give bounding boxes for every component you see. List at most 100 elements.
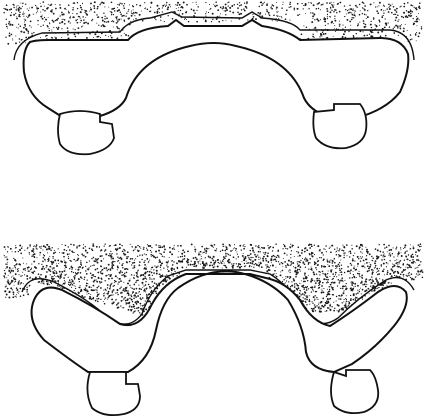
stipple-dot xyxy=(112,258,114,260)
stipple-dot xyxy=(26,16,27,17)
stipple-dot xyxy=(18,274,19,275)
stipple-dot xyxy=(343,281,344,282)
stipple-dot xyxy=(153,278,155,280)
stipple-dot xyxy=(129,17,131,19)
stipple-dot xyxy=(177,2,179,4)
stipple-dot xyxy=(124,275,126,277)
stipple-dot xyxy=(303,278,305,280)
stipple-dot xyxy=(146,294,147,295)
stipple-dot xyxy=(139,5,141,7)
stipple-dot xyxy=(317,4,318,5)
stipple-dot xyxy=(12,251,13,252)
stipple-dot xyxy=(315,282,317,284)
stipple-dot xyxy=(355,5,357,7)
stipple-dot xyxy=(80,272,82,274)
stipple-dot xyxy=(311,244,313,246)
stipple-dot xyxy=(19,12,21,14)
stipple-dot xyxy=(133,284,135,286)
stipple-dot xyxy=(330,8,331,9)
stipple-dot xyxy=(55,4,56,5)
stipple-dot xyxy=(184,258,186,260)
stipple-dot xyxy=(114,282,115,283)
stipple-dot xyxy=(335,272,337,274)
stipple-dot xyxy=(29,8,30,9)
stipple-dot xyxy=(131,264,132,265)
stipple-dot xyxy=(260,257,261,258)
stipple-dot xyxy=(400,260,402,262)
stipple-dot xyxy=(47,26,49,28)
stipple-dot xyxy=(257,12,259,14)
stipple-dot xyxy=(323,33,324,34)
stipple-dot xyxy=(403,248,404,249)
stipple-dot xyxy=(420,270,421,271)
stipple-dot xyxy=(154,265,155,266)
stipple-dot xyxy=(137,280,139,282)
stipple-dot xyxy=(338,295,340,297)
stipple-dot xyxy=(327,14,328,15)
stipple-dot xyxy=(370,264,372,266)
stipple-dot xyxy=(249,262,251,264)
stipple-dot xyxy=(137,250,138,251)
stipple-dot xyxy=(169,251,171,253)
stipple-dot xyxy=(355,298,356,299)
stipple-dot xyxy=(325,302,327,304)
stipple-dot xyxy=(214,266,215,267)
stipple-dot xyxy=(258,257,259,258)
stipple-dot xyxy=(32,248,34,250)
stipple-dot xyxy=(62,244,63,245)
stipple-dot xyxy=(239,245,241,247)
stipple-dot xyxy=(339,24,340,25)
stipple-dot xyxy=(133,12,134,13)
stipple-dot xyxy=(243,248,245,250)
stipple-dot xyxy=(61,271,63,273)
stipple-dot xyxy=(55,281,56,282)
stipple-dot xyxy=(259,266,260,267)
stipple-dot xyxy=(274,256,275,257)
stipple-dot xyxy=(227,260,229,262)
stipple-dot xyxy=(383,10,384,11)
stipple-dot xyxy=(176,8,177,9)
stipple-dot xyxy=(23,31,25,33)
stipple-dot xyxy=(100,287,102,289)
stipple-dot xyxy=(48,268,50,270)
stipple-dot xyxy=(56,19,58,21)
stipple-dot xyxy=(421,26,422,27)
stipple-dot xyxy=(346,288,348,290)
stipple-dot xyxy=(182,250,183,251)
stipple-dot xyxy=(124,250,126,252)
stipple-dot xyxy=(354,12,355,13)
stipple-dot xyxy=(9,9,10,10)
stipple-dot xyxy=(59,22,61,24)
stipple-dot xyxy=(80,263,82,265)
stipple-dot xyxy=(126,257,128,259)
stipple-dot xyxy=(316,305,318,307)
stipple-dot xyxy=(364,14,366,16)
stipple-dot xyxy=(340,2,342,4)
stipple-dot xyxy=(16,289,18,291)
stipple-dot xyxy=(133,298,135,300)
stipple-dot xyxy=(410,39,411,40)
stipple-dot xyxy=(121,3,123,4)
stipple-dot xyxy=(375,267,376,268)
stipple-dot xyxy=(307,295,308,296)
stipple-dot xyxy=(46,267,47,268)
stipple-dot xyxy=(144,276,145,277)
stipple-dot xyxy=(249,258,250,259)
stipple-dot xyxy=(111,21,112,22)
stipple-dot xyxy=(51,37,53,39)
stipple-dot xyxy=(285,278,286,279)
stipple-dot xyxy=(418,5,420,7)
stipple-dot xyxy=(25,3,26,4)
stipple-dot xyxy=(100,299,101,300)
stipple-dot xyxy=(404,13,405,14)
stipple-dot xyxy=(104,303,106,305)
stipple-dot xyxy=(101,255,102,256)
stipple-dot xyxy=(297,256,298,257)
stipple-dot xyxy=(353,17,354,18)
stipple-dot xyxy=(114,245,115,246)
stipple-dot xyxy=(74,29,75,30)
stipple-dot xyxy=(103,25,105,27)
stipple-dot xyxy=(127,256,129,258)
stipple-dot xyxy=(313,14,315,16)
stipple-dot xyxy=(330,284,332,286)
